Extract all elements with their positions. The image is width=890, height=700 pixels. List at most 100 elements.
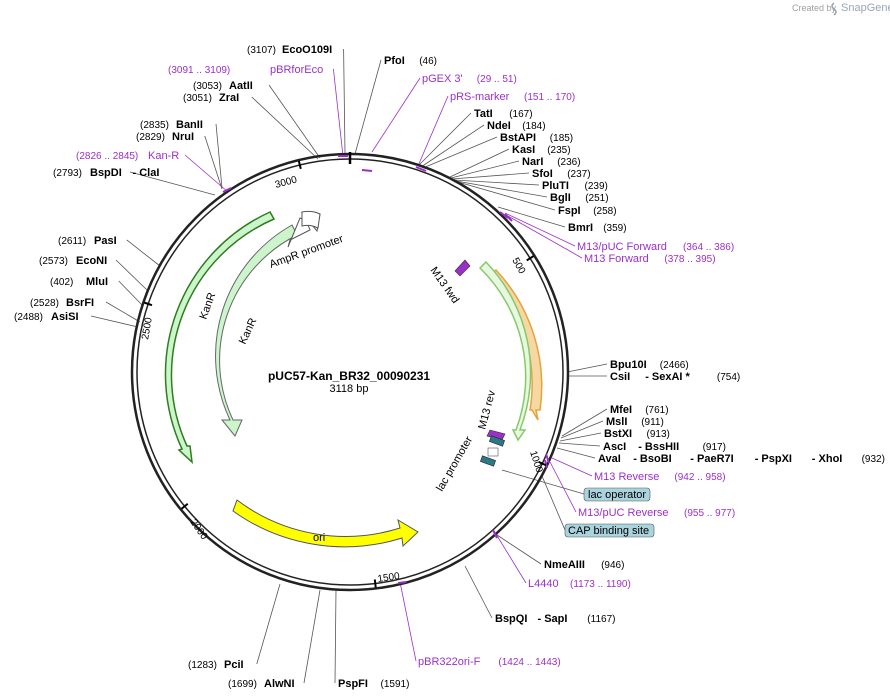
leader-banii xyxy=(215,123,223,189)
enzyme-site-pcii[interactable]: (1283)PciI xyxy=(188,659,244,671)
primer-m13-reverse[interactable]: M13 Reverse (942 .. 958) xyxy=(594,471,726,483)
enzyme-site-csii[interactable]: CsiI- SexAI *(754) xyxy=(610,371,740,383)
enzyme-alt-name: - BssHII xyxy=(638,441,679,453)
tick-label-500: 500 xyxy=(509,256,527,276)
enzyme-name: BsrFI xyxy=(66,297,94,309)
enzyme-site-alwni[interactable]: (1699)AlwNI xyxy=(228,678,295,690)
enzyme-position: (235) xyxy=(547,145,570,156)
enzyme-position: (932) xyxy=(862,454,885,465)
primer-kan-r[interactable]: (2826 .. 2845)Kan-R xyxy=(76,150,179,162)
primer-pbrforeco[interactable]: (3091 .. 3109)pBRforEco xyxy=(168,64,323,76)
enzyme-alt-name: - PspXI xyxy=(755,453,792,465)
enzyme-position: (46) xyxy=(419,56,437,67)
primer-marks xyxy=(222,155,550,584)
enzyme-site-mfei[interactable]: MfeI(761) xyxy=(610,404,669,416)
enzyme-alt-name: - PaeR7I xyxy=(690,453,733,465)
enzyme-site-msli[interactable]: MslI(911) xyxy=(606,416,664,428)
enzyme-site-asisi[interactable]: (2488)AsiSI xyxy=(14,311,79,323)
enzyme-site-pluti[interactable]: PluTI(239) xyxy=(542,180,608,192)
enzyme-site-nrui[interactable]: (2829)NruI xyxy=(136,131,194,143)
primer-position: (942 .. 958) xyxy=(674,472,725,483)
leader-fspi xyxy=(457,181,556,211)
enzyme-position: (2466) xyxy=(660,360,689,371)
primer-l4440[interactable]: L4440(1173 .. 1190) xyxy=(528,578,631,590)
enzyme-name: BglI xyxy=(550,192,571,204)
enzyme-position: (761) xyxy=(645,405,668,416)
enzyme-position: (239) xyxy=(585,181,608,192)
enzyme-site-sfoi[interactable]: SfoI(237) xyxy=(532,168,591,180)
leader-asci xyxy=(558,442,601,447)
primer-pgex-3-[interactable]: pGEX 3'(29 .. 51) xyxy=(422,73,517,85)
enzyme-site-bpu10i[interactable]: Bpu10I(2466) xyxy=(610,359,689,371)
enzyme-site-zrai[interactable]: (3051)ZraI xyxy=(183,92,239,104)
leader-bsrfi xyxy=(105,301,141,323)
enzyme-name: BanII xyxy=(176,119,203,131)
enzyme-site-pasi[interactable]: (2611)PasI xyxy=(58,235,117,247)
leader-bpu10i xyxy=(566,363,608,373)
enzyme-site-bstapi[interactable]: BstAPI(185) xyxy=(500,132,573,144)
enzyme-name: AatII xyxy=(229,80,253,92)
enzyme-site-ndei[interactable]: NdeI(184) xyxy=(487,120,546,132)
primer-m13-forward[interactable]: M13 Forward (378 .. 395) xyxy=(584,253,716,265)
enzyme-site-banii[interactable]: (2835)BanII xyxy=(140,119,203,131)
primer-m13-puc-reverse[interactable]: M13/pUC Reverse(955 .. 977) xyxy=(578,507,735,519)
enzyme-alt-name: - SapI xyxy=(538,613,568,625)
primer-leader xyxy=(371,77,421,153)
kanr-outer-arrow[interactable] xyxy=(164,211,276,464)
enzyme-name: CsiI xyxy=(610,371,630,383)
primer-name: M13 Reverse xyxy=(594,471,659,483)
enzyme-site-nmeaiii[interactable]: NmeAIII(946) xyxy=(544,559,624,571)
created-by-label: Created by xyxy=(792,3,837,13)
primer-mark-8 xyxy=(492,529,498,539)
enzyme-name: AscI xyxy=(603,441,626,453)
enzyme-name: NdeI xyxy=(487,120,511,132)
leader-alwni xyxy=(303,589,321,684)
primer-position: (378 .. 395) xyxy=(664,254,715,265)
lac-operator-box[interactable]: lac operator xyxy=(583,487,651,502)
enzyme-site-pfoi[interactable]: PfoI(46) xyxy=(384,55,437,67)
leader-msli xyxy=(560,420,604,439)
enzyme-site-bgli[interactable]: BglI(251) xyxy=(550,192,609,204)
tick-2500 xyxy=(144,301,153,307)
enzyme-site-pspfi[interactable]: PspFI(1591) xyxy=(338,678,409,690)
orange-feature-arc xyxy=(488,268,543,421)
leader-ecoo109i xyxy=(343,48,346,155)
enzyme-site-bspqi[interactable]: BspQI- SapI(1167) xyxy=(495,613,615,625)
enzyme-alt-name: - BsoBI xyxy=(633,453,672,465)
primer-position: (151 .. 170) xyxy=(524,92,575,103)
ori-arrow[interactable] xyxy=(232,499,419,548)
enzyme-site-kasi[interactable]: KasI(235) xyxy=(512,144,571,156)
primer-name: M13 Forward xyxy=(584,253,649,265)
lac-operator-leader xyxy=(501,469,585,495)
lac-elements xyxy=(480,435,505,467)
primer-name: Kan-R xyxy=(148,150,179,162)
leader-pasi xyxy=(126,239,161,267)
enzyme-position: (1283) xyxy=(188,660,217,671)
enzyme-name: EcoNI xyxy=(76,255,107,267)
enzyme-site-bstxi[interactable]: BstXI(913) xyxy=(604,428,670,440)
enzyme-site-econi[interactable]: (2573)EcoNI xyxy=(39,255,107,267)
enzyme-site-bmri[interactable]: BmrI(359) xyxy=(568,222,627,234)
enzyme-site-tati[interactable]: TatI(167) xyxy=(474,108,533,120)
enzyme-site-bspdi[interactable]: (2793)BspDI- ClaI xyxy=(53,167,159,179)
enzyme-site-bsrfi[interactable]: (2528)BsrFI xyxy=(30,297,94,309)
leader-aatii xyxy=(268,84,321,159)
enzyme-position: (2829) xyxy=(136,132,165,143)
enzyme-site-nari[interactable]: NarI(236) xyxy=(522,156,581,168)
enzyme-site-fspi[interactable]: FspI(258) xyxy=(558,205,617,217)
primer-mark-2 xyxy=(415,166,427,172)
primer-prs-marker[interactable]: pRS-marker(151 .. 170) xyxy=(450,91,575,103)
primer-pbr322ori-f[interactable]: pBR322ori-F(1424 .. 1443) xyxy=(418,656,561,668)
cap-binding-site-box[interactable]: CAP binding site xyxy=(564,523,655,538)
enzyme-site-avai[interactable]: AvaI- BsoBI- PaeR7I- PspXI- XhoI(932) xyxy=(598,453,885,465)
enzyme-site-aatii[interactable]: (3053)AatII xyxy=(193,80,253,92)
m13-rev-label: M13 rev xyxy=(476,389,498,431)
primer-m13-puc-forward[interactable]: M13/pUC Forward(364 .. 386) xyxy=(577,241,734,253)
enzyme-site-mlui[interactable]: (402)MluI xyxy=(50,276,108,288)
primer-mark-6 xyxy=(545,453,550,464)
leader-nari xyxy=(450,160,520,179)
enzyme-site-ecoo109i[interactable]: (3107)EcoO109I xyxy=(247,44,332,56)
enzyme-position: (167) xyxy=(509,109,532,120)
enzyme-site-asci[interactable]: AscI- BssHII(917) xyxy=(603,441,726,453)
cap-site-leader xyxy=(541,475,566,531)
